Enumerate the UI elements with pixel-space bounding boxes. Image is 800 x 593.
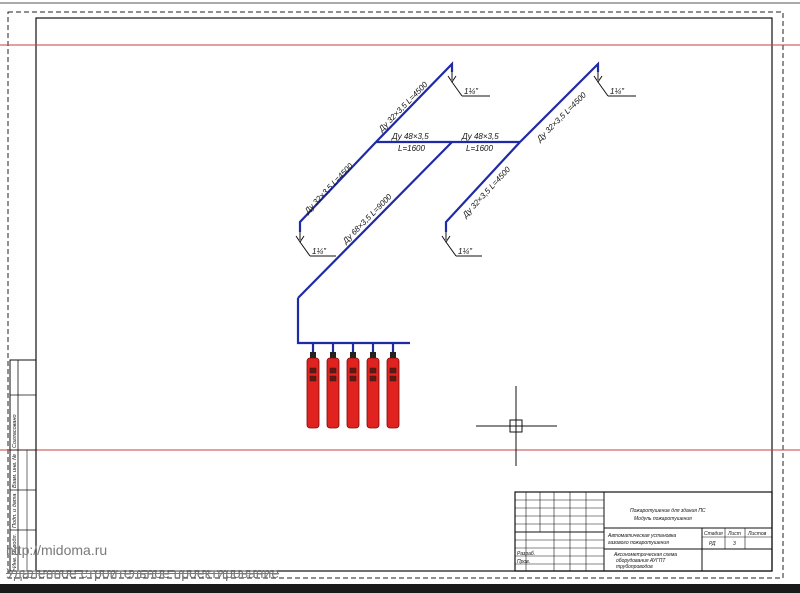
title-block-sheet: 3 [733,541,736,547]
gas-cylinder [386,352,400,429]
upper-right-branch-pipe [519,61,600,143]
title-block-project-sub: Модуль пожаротушения [634,516,692,522]
upper-left-branch-pipe [375,61,454,143]
pipe-label-lower-left: Ду 32×3,5 L=4500 [302,161,355,216]
title-block: Разраб. Пров. Пожаротушение для здания П… [514,491,773,572]
gas-cylinder [306,352,320,429]
pipe-label-header-right-length: L=1600 [466,144,493,153]
title-block-check-label: Пров. [517,559,530,565]
side-stamp: Согласовано Взам. инв. № Подп. и дата Ин… [9,359,37,572]
nozzle-size-label: 1¼" [464,87,479,96]
gas-cylinder-bank [306,352,400,429]
title-block-stage-header: Стадия [704,531,723,537]
gas-cylinder [346,352,360,429]
title-block-system-sub: газового пожаротушения [608,540,669,546]
crosshair-cursor[interactable] [476,386,557,466]
watermark-subtitle: Удаленное строительное проектирование [6,565,280,581]
title-block-stage: РД [709,541,716,547]
title-block-sheet-title-2: оборудования АУГПТ [616,558,666,564]
title-block-sheet-title: Аксонометрическая схема [613,552,677,558]
nozzle-upper-right: 1¼" [593,72,636,97]
title-block-sheet-title-3: трубопроводов [616,564,653,570]
side-stamp-label: Взам. инв. № [12,454,18,488]
viewport-bottom-bar [0,584,800,593]
lower-left-branch-pipe [298,141,377,232]
title-block-system: Автоматическая установка [607,533,676,539]
pipe-label-header-left-length: L=1600 [398,144,425,153]
nozzle-size-label: 1¼" [312,247,327,256]
cylinder-collector-pipe [296,298,410,345]
sheet-outer-border [7,11,784,579]
sheet-inner-frame [35,17,773,572]
side-stamp-label: Согласовано [12,414,18,448]
title-block-project: Пожаротушение для здания ПС [630,508,706,514]
pipe-label-upper-left: Ду 32×3,5 L=4500 [376,80,429,134]
nozzle-upper-left: 1¼" [447,72,490,97]
side-stamp-label: Инв. № подл. [12,534,18,568]
pipe-label-header-right: Ду 48×3,5 [461,132,499,141]
side-stamp-label: Подп. и дата [12,494,18,528]
gas-cylinder [326,352,340,429]
pipe-network [296,61,600,352]
nozzle-size-label: 1¼" [458,247,473,256]
title-block-dev-label: Разраб. [517,551,535,557]
nozzle-lower-left: 1¼" [295,232,336,257]
title-block-sheet-header: Лист [727,531,741,537]
watermark-url[interactable]: http://midoma.ru [6,542,108,558]
pipe-label-header-left: Ду 48×3,5 [391,132,429,141]
pipe-label-main-riser: Ду 68×3,5 L=9000 [340,192,394,246]
pipe-label-upper-right: Ду 32×3,5 L=4500 [534,90,588,144]
main-riser-pipe [297,141,453,299]
title-block-sheets-header: Листов [747,531,767,537]
nozzle-size-label: 1¼" [610,87,625,96]
gas-cylinder [366,352,380,429]
lower-right-branch-pipe [444,141,521,232]
pipe-label-lower-right: Ду 32×3,5 L=4500 [460,165,512,221]
nozzle-lower-right: 1¼" [441,232,482,257]
